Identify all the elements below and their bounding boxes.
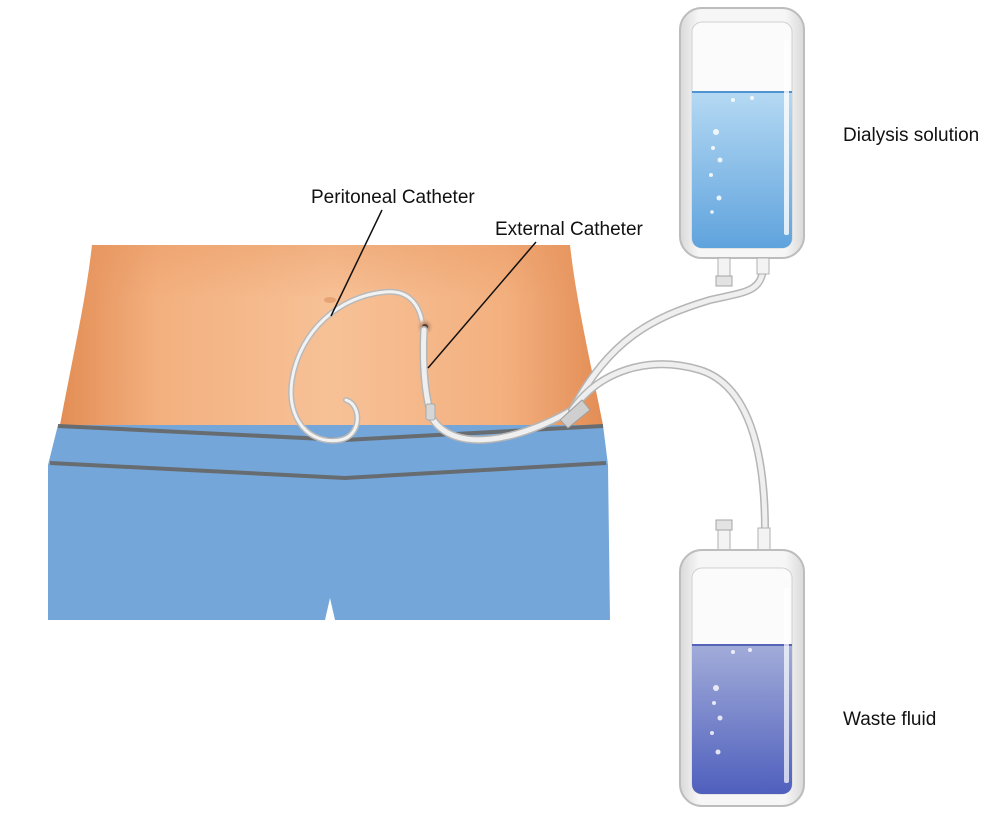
pants-body xyxy=(48,465,610,620)
torso xyxy=(60,245,603,425)
dialysis-fluid xyxy=(692,92,792,248)
pants xyxy=(48,424,610,620)
peritoneal-catheter-label: Peritoneal Catheter xyxy=(311,187,475,208)
dialysis-solution-bag xyxy=(679,7,805,287)
external-tubing xyxy=(419,266,769,534)
waste-fluid-bag xyxy=(679,519,805,807)
waistband-bottom-seam xyxy=(49,461,607,481)
waste-fluid xyxy=(692,645,792,794)
dialysis-solution-label: Dialysis solution xyxy=(843,125,980,146)
navel xyxy=(324,297,336,303)
external-catheter-leader xyxy=(427,241,537,369)
waste-fluid-label: Waste fluid xyxy=(843,709,937,730)
peritoneal-catheter xyxy=(288,288,426,444)
peritoneal-catheter-leader xyxy=(330,209,383,317)
external-catheter-label: External Catheter xyxy=(495,219,643,240)
